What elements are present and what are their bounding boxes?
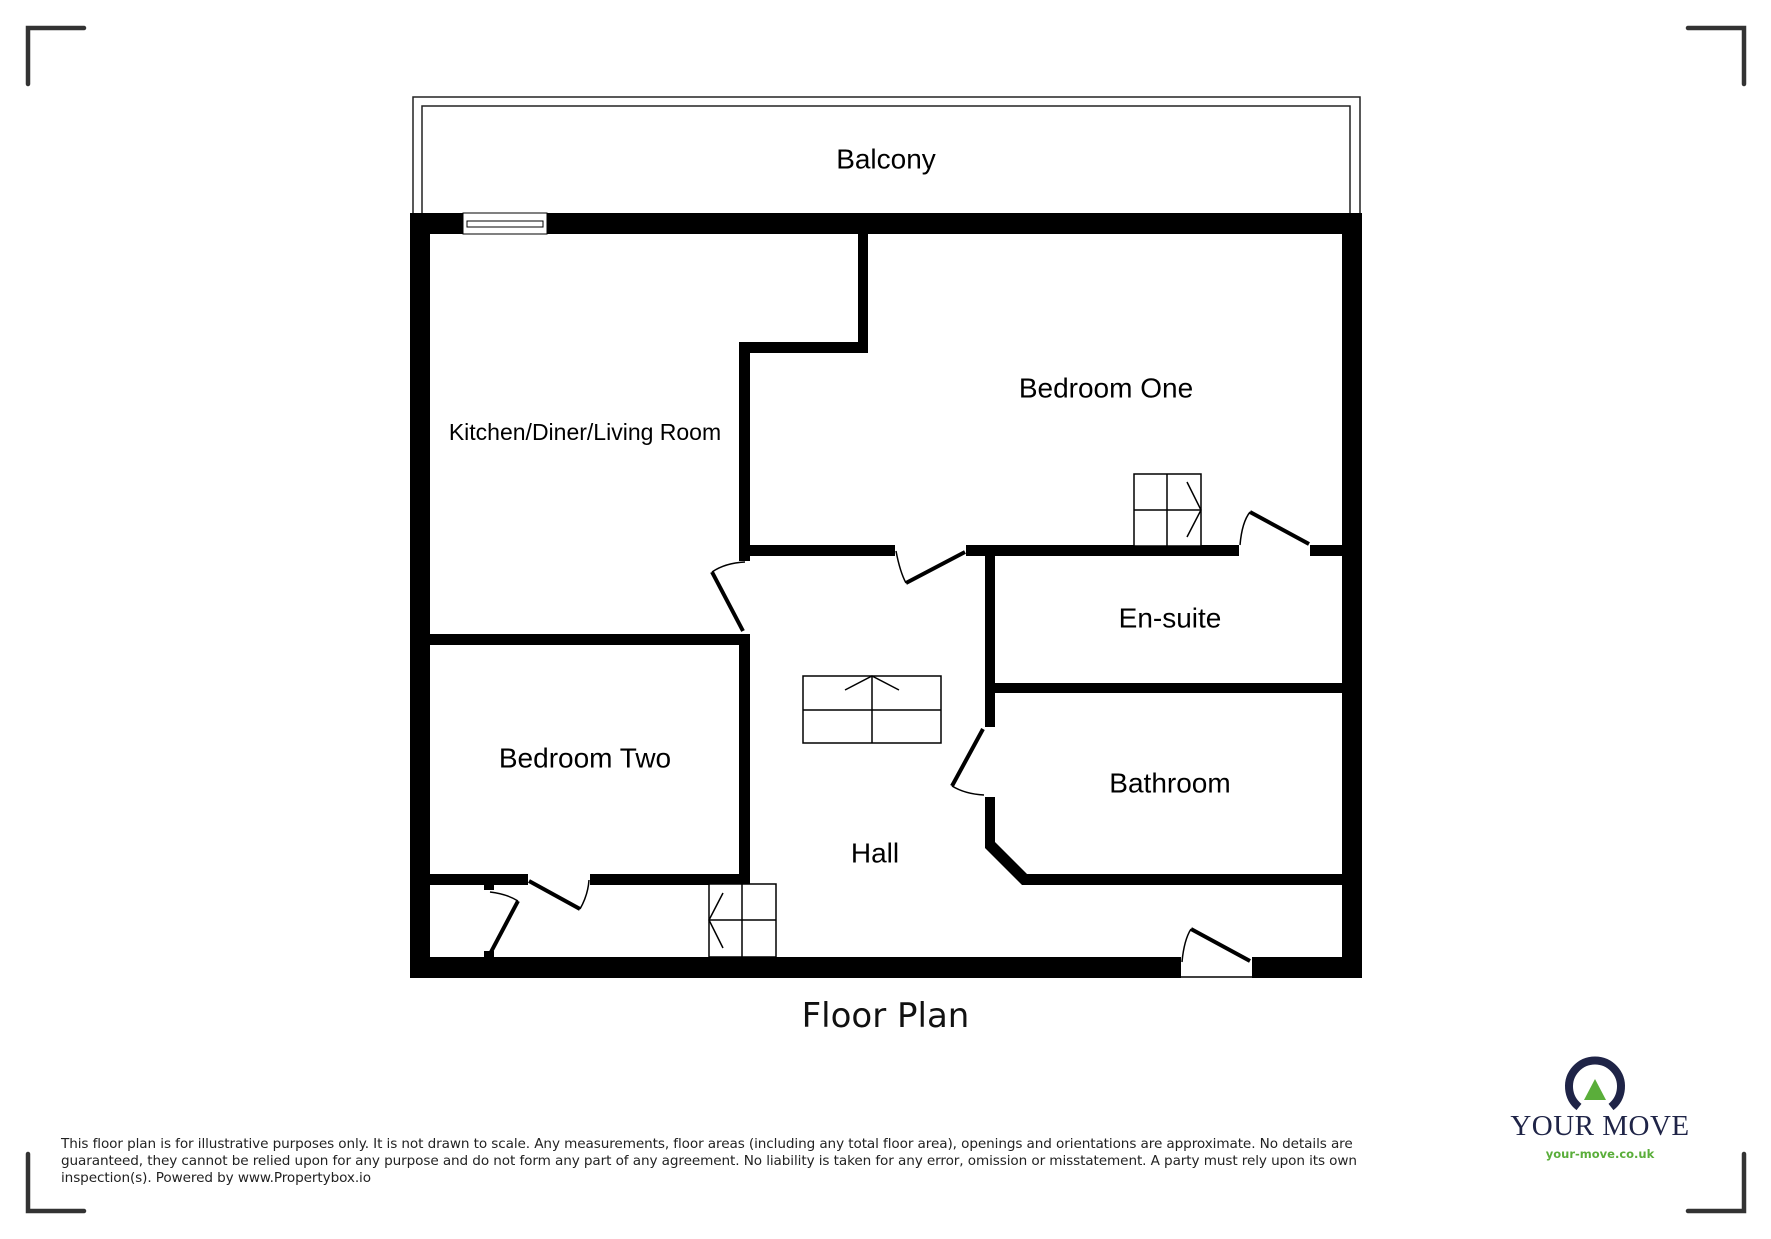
your-move-logo: YOUR MOVE your-move.co.uk xyxy=(1510,1108,1690,1161)
doors xyxy=(489,510,1310,978)
walls xyxy=(410,213,1362,978)
room-label-kitchen: Kitchen/Diner/Living Room xyxy=(449,419,721,445)
room-label-balcony: Balcony xyxy=(836,143,936,174)
balcony-outline xyxy=(412,96,1361,214)
room-label-bedroom-two: Bedroom Two xyxy=(499,742,671,773)
storage-units xyxy=(708,473,1202,958)
floor-plan-title: Floor Plan xyxy=(801,996,970,1036)
disclaimer-text: This floor plan is for illustrative purp… xyxy=(61,1136,1357,1186)
corner-marks xyxy=(25,25,1747,1214)
room-label-hall: Hall xyxy=(851,837,899,868)
logo-brand-name: YOUR MOVE xyxy=(1510,1110,1690,1142)
window xyxy=(462,212,548,235)
your-move-logo-icon xyxy=(1565,1056,1625,1111)
logo-website: your-move.co.uk xyxy=(1545,1147,1655,1161)
room-label-bedroom-one: Bedroom One xyxy=(1019,372,1193,403)
room-label-bathroom: Bathroom xyxy=(1109,767,1230,798)
room-label-en-suite: En-suite xyxy=(1119,602,1222,633)
